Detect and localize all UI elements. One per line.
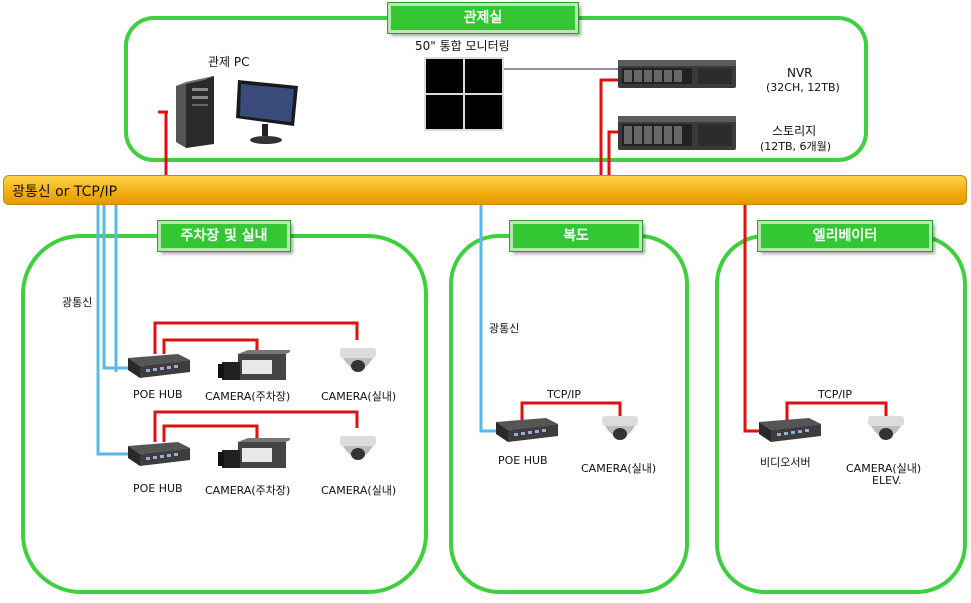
poe-hub-icon [128, 442, 190, 466]
dome-camera-icon [340, 348, 376, 372]
parking-box-cam-label-1: CAMERA(주차장) [205, 390, 291, 403]
storage-label: 스토리지 [772, 124, 817, 138]
elevator-title: 엘리베이터 [757, 220, 933, 252]
box-camera-icon [218, 350, 290, 380]
elevator-link-label: TCP/IP [818, 388, 852, 401]
nvr-spec: (32CH, 12TB) [766, 81, 840, 94]
dome-camera-icon [868, 416, 904, 440]
video-wall-icon [424, 57, 504, 131]
elevator-cam-label: CAMERA(실내) [846, 462, 922, 475]
monitor-wall-label: 50" 통합 모니터링 [415, 39, 510, 53]
parking-fiber-label: 광통신 [62, 296, 93, 309]
corridor-title: 복도 [509, 220, 643, 252]
corridor-hub-label: POE HUB [498, 454, 548, 467]
bus-label: 광통신 or TCP/IP [12, 184, 118, 200]
storage-server-icon [618, 116, 736, 150]
dome-camera-icon [602, 416, 638, 440]
parking-hub-label-2: POE HUB [133, 482, 183, 495]
parking-frame [21, 234, 428, 594]
elevator-cam-sublabel: ELEV. [872, 474, 902, 487]
pc-label: 관제 PC [208, 55, 250, 69]
parking-dome-cam-label-2: CAMERA(실내) [321, 484, 397, 497]
poe-hub-icon [496, 418, 558, 442]
elevator-frame [715, 234, 967, 594]
corridor-fiber-label: 광통신 [489, 322, 520, 335]
poe-hub-icon [128, 354, 190, 378]
network-bus [3, 175, 967, 205]
parking-hub-label-1: POE HUB [133, 388, 183, 401]
video-server-label: 비디오서버 [760, 456, 811, 469]
parking-title: 주차장 및 실내 [157, 220, 291, 252]
monitor-icon [236, 80, 298, 144]
nvr-server-icon [618, 60, 736, 88]
parking-box-cam-label-2: CAMERA(주차장) [205, 484, 291, 497]
corridor-cam-label: CAMERA(실내) [581, 462, 657, 475]
nvr-label: NVR [787, 66, 813, 80]
parking-dome-cam-label-1: CAMERA(실내) [321, 390, 397, 403]
corridor-frame [449, 234, 689, 594]
corridor-link-label: TCP/IP [547, 388, 581, 401]
dome-camera-icon [340, 436, 376, 460]
box-camera-icon [218, 438, 290, 468]
control-room-title: 관제실 [387, 2, 579, 34]
video-server-icon [759, 418, 821, 442]
storage-spec: (12TB, 6개월) [760, 140, 832, 153]
pc-tower-icon [176, 76, 214, 148]
